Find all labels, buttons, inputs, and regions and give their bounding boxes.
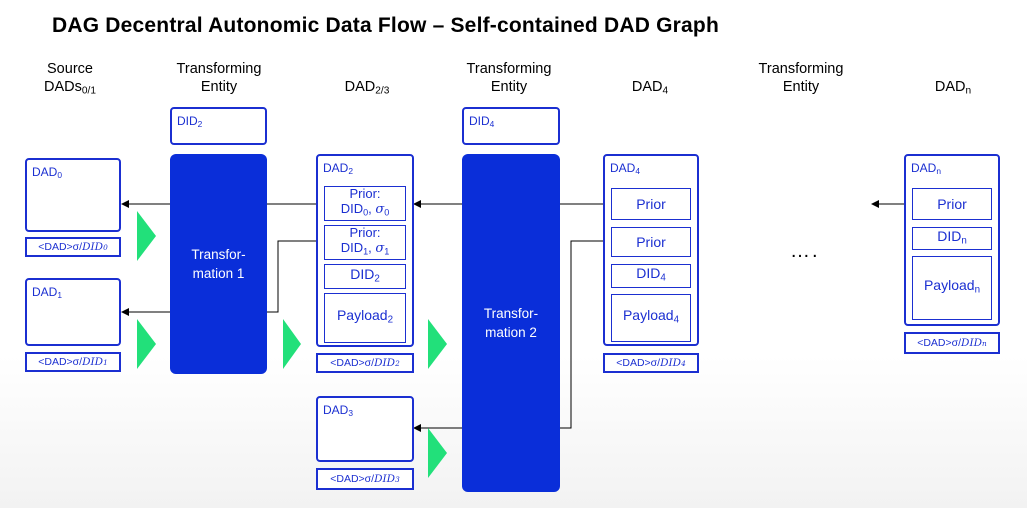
header-t3-line2: Entity	[782, 79, 820, 95]
dad4-box[interactable]: DAD4 Prior Prior DID4 Payload4	[603, 154, 699, 346]
dad2-prior-0[interactable]: Prior: DID0, σ0	[324, 186, 406, 221]
header-t1-line2: Entity	[200, 79, 238, 95]
header-t2-line1: Transforming	[466, 61, 552, 77]
dad0-label: DAD0	[32, 165, 63, 181]
dadn-payload: Payloadn	[912, 256, 992, 320]
dadn-did: DIDn	[912, 227, 992, 250]
header-dad4: DAD4	[631, 79, 669, 97]
header-transforming-entity-1: Transforming Entity	[160, 60, 278, 96]
header-t3-line1: Transforming	[758, 61, 844, 77]
dad2-label: DAD2	[323, 161, 354, 177]
header-transforming-entity-2: Transforming Entity	[450, 60, 568, 96]
dad4-label: DAD4	[610, 161, 641, 177]
transformation-1[interactable]: Transfor-mation 1	[170, 154, 267, 374]
header-t1-line1: Transforming	[176, 61, 262, 77]
dadn-prior[interactable]: Prior	[912, 188, 992, 220]
dad2-did: DID2	[324, 264, 406, 289]
diagram-title: DAG Decentral Autonomic Data Flow – Self…	[52, 14, 719, 37]
header-source-line1: Source	[47, 61, 93, 77]
dad2-box[interactable]: DAD2 Prior: DID0, σ0 Prior: DID1, σ1 DID…	[316, 154, 414, 347]
dad4-did: DID4	[611, 264, 691, 288]
did2-entity-box[interactable]: DID2	[170, 107, 267, 145]
flow-arrow-dad1	[137, 319, 156, 369]
dad2-prior-1[interactable]: Prior: DID1, σ1	[324, 225, 406, 260]
transformation-2-label: Transfor-mation 2	[483, 306, 539, 340]
dad4-prior-0[interactable]: Prior	[611, 188, 691, 220]
header-source-line2: DADs0/1	[44, 79, 96, 97]
header-dadn: DADn	[934, 79, 972, 97]
flow-arrow-dad3	[428, 428, 447, 478]
dadn-box[interactable]: DADn Prior DIDn Payloadn	[904, 154, 1000, 326]
dad1-label: DAD1	[32, 285, 63, 301]
transformation-1-label: Transfor-mation 1	[191, 247, 246, 281]
dadn-label: DADn	[911, 161, 942, 177]
flow-arrow-dad2-right	[428, 319, 447, 369]
header-transforming-entity-3: Transforming Entity	[742, 60, 860, 96]
header-source: Source DADs0/1	[30, 60, 110, 101]
dad4-prior-1[interactable]: Prior	[611, 227, 691, 257]
dad0-box[interactable]: DAD0	[25, 158, 121, 232]
dad1-box[interactable]: DAD1	[25, 278, 121, 346]
dad3-label: DAD3	[323, 403, 354, 419]
transformation-2[interactable]: Transfor-mation 2	[462, 154, 560, 492]
header-dad23: DAD2/3	[344, 79, 390, 97]
dad4-payload: Payload4	[611, 294, 691, 342]
header-t2-line2: Entity	[490, 79, 528, 95]
dad2-payload: Payload2	[324, 293, 406, 343]
did4-entity-label: DID4	[469, 114, 495, 130]
did4-entity-box[interactable]: DID4	[462, 107, 560, 145]
flow-arrow-dad2	[283, 319, 301, 369]
did2-entity-label: DID2	[177, 114, 203, 130]
dad3-box[interactable]: DAD3	[316, 396, 414, 462]
ellipsis: ….	[790, 240, 820, 262]
flow-arrow-dad0	[137, 211, 156, 261]
